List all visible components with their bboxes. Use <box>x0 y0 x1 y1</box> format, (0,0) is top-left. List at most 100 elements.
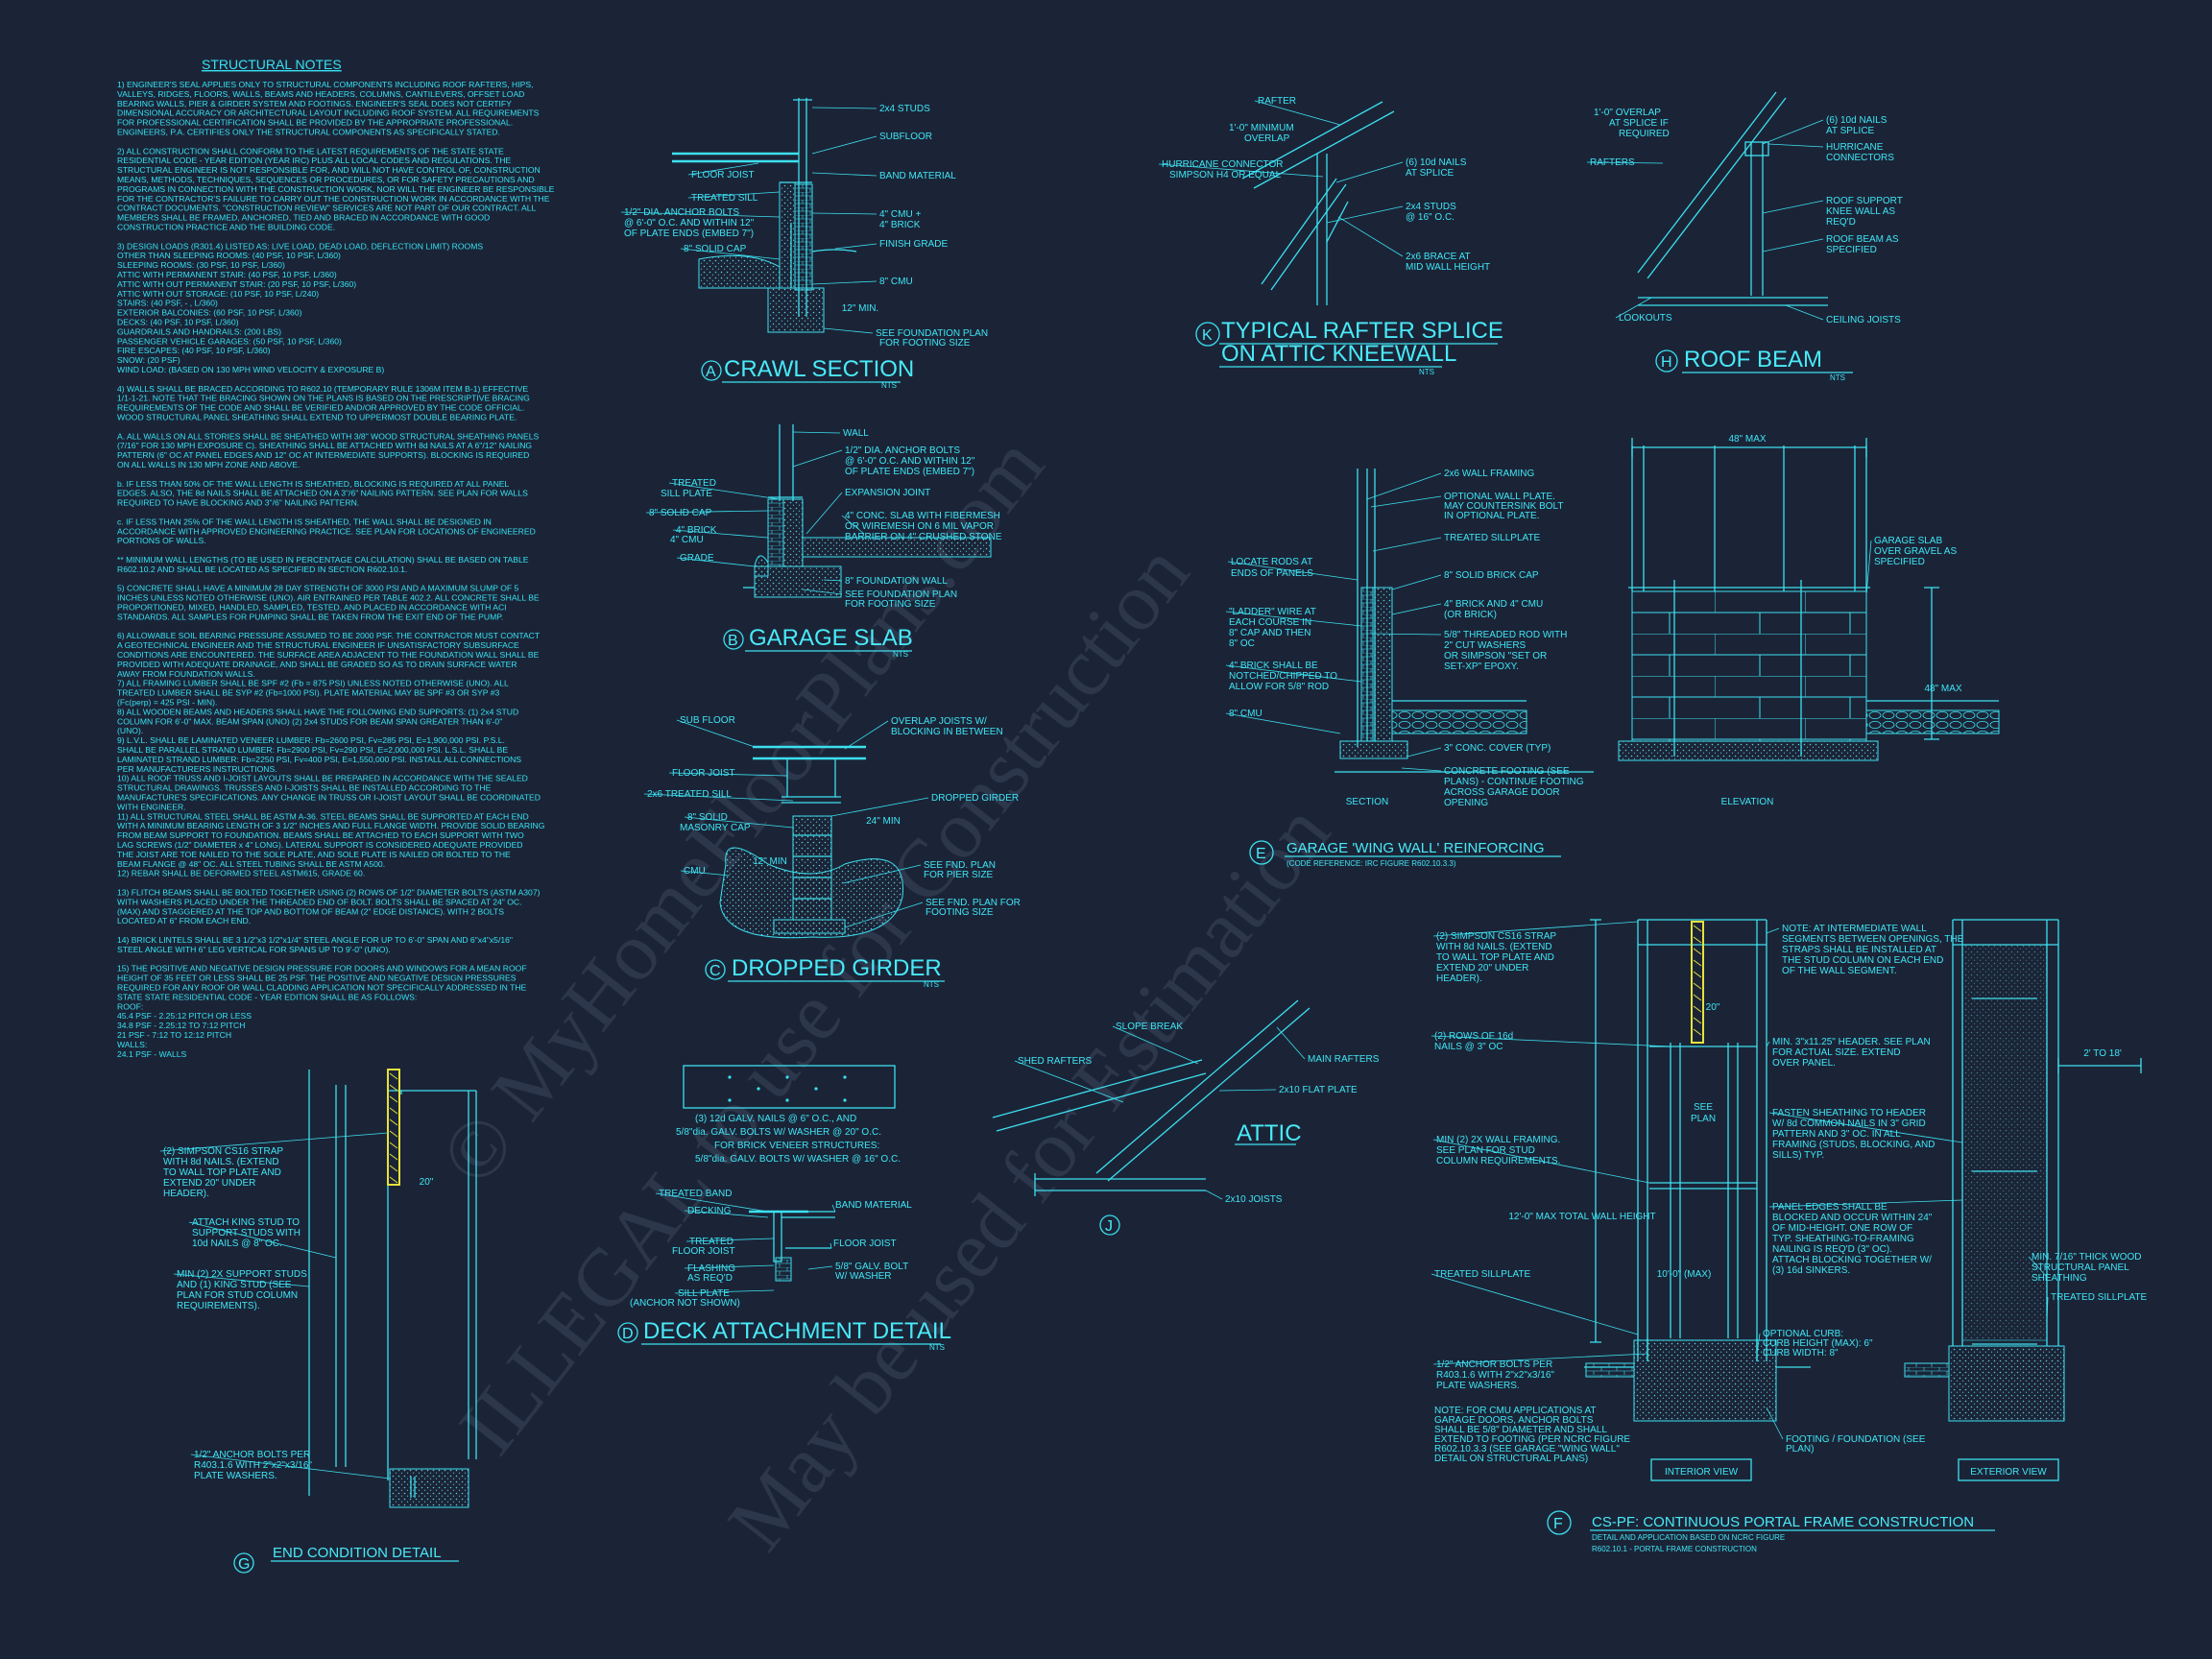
detail-b-label: FOR FOOTING SIZE <box>845 599 936 610</box>
note-line: STATE STATE RESIDENTIAL CODE - YEAR EDIT… <box>117 992 417 1001</box>
detail-f-label: (2) SIMPSON CS16 STRAP <box>1436 931 1556 942</box>
note-line: ATTIC WITH PERMANENT STAIR: (40 PSF, 10 … <box>117 270 337 279</box>
detail-f-label: SEE <box>1694 1102 1713 1113</box>
detail-f-subtitle-2: R602.10.1 - PORTAL FRAME CONSTRUCTION <box>1592 1545 1757 1553</box>
detail-c-tag: C <box>709 963 721 979</box>
detail-e-label: 5/8" THREADED ROD WITH <box>1444 630 1567 640</box>
detail-f-label: TREATED SILLPLATE <box>1434 1269 1531 1280</box>
detail-g-label: SUPPORT STUDS WITH <box>192 1228 301 1238</box>
detail-f-label: FOR ACTUAL SIZE. EXTEND <box>1772 1047 1901 1058</box>
detail-e-label: EACH COURSE IN <box>1229 617 1311 628</box>
detail-f-label: EXTEND 20" UNDER <box>1436 963 1528 974</box>
note-line: CONDITIONS ARE ENCOUNTERED. THE SURFACE … <box>117 650 540 660</box>
detail-f-label: TYP. SHEATHING-TO-FRAMING <box>1772 1234 1914 1244</box>
detail-b-label: OF PLATE ENDS (EMBED 7") <box>845 467 974 477</box>
detail-f-subtitle-1: DETAIL AND APPLICATION BASED ON NCRC FIG… <box>1592 1533 1785 1542</box>
detail-f-label: PATTERN AND 3" OC. IN ALL <box>1772 1129 1901 1140</box>
detail-e-label: 4" BRICK AND 4" CMU <box>1444 599 1543 610</box>
note-line: 4) WALLS SHALL BE BRACED ACCORDING TO R6… <box>117 384 528 394</box>
detail-a-label: 12" MIN. <box>842 303 879 314</box>
note-line: 34.8 PSF - 2.25:12 TO 7:12 PITCH <box>117 1021 245 1030</box>
detail-h-title: ROOF BEAM <box>1684 347 1822 373</box>
detail-h-label: KNEE WALL AS <box>1826 206 1895 217</box>
detail-d-deck-attachment: (3) 12d GALV. NAILS @ 6" O.C., AND5/8"di… <box>617 1065 951 1352</box>
note-line: SLEEPING ROOMS: (30 PSF, 10 PSF, L/360) <box>117 260 285 270</box>
detail-a-label: 8" CMU <box>879 276 913 287</box>
detail-e-tag: E <box>1256 846 1266 862</box>
detail-f-label: SEE PLAN FOR STUD <box>1436 1145 1535 1156</box>
detail-f-label: GARAGE DOORS, ANCHOR BOLTS <box>1434 1415 1594 1426</box>
detail-j-title: ATTIC <box>1237 1120 1302 1146</box>
note-line: (7/16" FOR 130 MPH EXPOSURE C). SHEATHIN… <box>117 441 532 450</box>
detail-f-label: OF THE WALL SEGMENT. <box>1782 966 1897 976</box>
note-line: 24.1 PSF - WALLS <box>117 1049 187 1059</box>
detail-d-label: TREATED BAND <box>659 1189 733 1199</box>
detail-b-label: GRADE <box>680 553 714 564</box>
note-line: FOR PROFESSIONAL CERTIFICATION SHALL BE … <box>117 118 513 128</box>
detail-e-label: ELEVATION <box>1721 797 1774 807</box>
detail-h-label: CEILING JOISTS <box>1826 315 1901 325</box>
note-line: PROVIDED WITH ADEQUATE DRAINAGE, AND SHA… <box>117 660 517 669</box>
detail-a-label: SEE FOUNDATION PLAN <box>876 328 988 339</box>
detail-e-subtitle: (CODE REFERENCE: IRC FIGURE R602.10.3.3) <box>1286 859 1456 868</box>
detail-a-title: CRAWL SECTION <box>724 356 914 382</box>
note-line: R602.10.2 AND SHALL BE LOCATED AS SPECIF… <box>117 565 407 574</box>
detail-d-label: 5/8" GALV. BOLT <box>835 1262 908 1272</box>
detail-f-label: COLUMN REQUIREMENTS. <box>1436 1156 1560 1166</box>
note-line: FOR THE CONTRACTOR'S FAILURE TO CARRY OU… <box>117 194 550 204</box>
detail-f-label: (3) 16d SINKERS. <box>1772 1265 1850 1276</box>
detail-a-label: SUBFLOOR <box>879 132 932 142</box>
note-line: MANUFACTURE'S SPECIFICATIONS. ANY CHANGE… <box>117 793 541 803</box>
note-line: ON ALL WALLS IN 130 MPH ZONE AND ABOVE. <box>117 460 300 469</box>
detail-f-label: 12'-0" MAX TOTAL WALL HEIGHT <box>1508 1212 1655 1222</box>
detail-a-label: 8" SOLID CAP <box>684 244 747 254</box>
note-line: COLUMN FOR 6'-0" MAX. BEAM SPAN (UNO) (2… <box>117 716 502 726</box>
detail-a-label: OF PLATE ENDS (EMBED 7") <box>624 228 754 239</box>
note-line: OTHER THAN SLEEPING ROOMS: (40 PSF, 10 P… <box>117 251 341 260</box>
detail-e-label: PLANS) - CONTINUE FOOTING <box>1444 777 1584 787</box>
detail-f-label: OF MID-HEIGHT. ONE ROW OF <box>1772 1223 1912 1234</box>
detail-c-label: CMU <box>684 866 706 877</box>
detail-f-label: 1/2" ANCHOR BOLTS PER <box>1436 1359 1552 1370</box>
detail-e-label: 8" CAP AND THEN <box>1229 628 1310 638</box>
detail-a-label: 1/2" DIA. ANCHOR BOLTS <box>624 207 739 218</box>
detail-c-label: SEE FND. PLAN FOR <box>926 898 1021 908</box>
detail-d-label: 5/8"dia. GALV. BOLTS W/ WASHER @ 20" O.C… <box>676 1127 881 1138</box>
detail-f-label: MIN (2) 2X WALL FRAMING. <box>1436 1135 1560 1145</box>
note-line: STEEL ANGLE WITH 6" LEG VERTICAL FOR SPA… <box>117 945 391 954</box>
note-line: 9) L.V.L. SHALL BE LAMINATED VENEER LUMB… <box>117 735 505 745</box>
detail-e-label: ENDS OF PANELS <box>1231 568 1313 579</box>
detail-c-label: DROPPED GIRDER <box>931 793 1019 804</box>
note-line: 21 PSF - 7:12 TO 12:12 PITCH <box>117 1030 231 1040</box>
detail-d-label: 5/8"dia. GALV. BOLTS W/ WASHER @ 16" O.C… <box>695 1154 901 1165</box>
detail-e-label: 2x6 WALL FRAMING <box>1444 469 1534 479</box>
detail-k-label: HURRICANE CONNECTOR <box>1162 159 1284 170</box>
detail-d-label: FLOOR JOIST <box>833 1238 897 1249</box>
detail-b-label: OR WIREMESH ON 6 MIL VAPOR <box>845 521 994 532</box>
structural-notes-title: STRUCTURAL NOTES <box>202 57 342 72</box>
note-line: (UNO). <box>117 726 143 735</box>
detail-b-label: 8" FOUNDATION WALL <box>845 576 948 587</box>
note-line: SHALL BE PARALLEL STRAND LUMBER: Fb=2900… <box>117 745 508 755</box>
detail-e-label: CONCRETE FOOTING (SEE <box>1444 766 1570 777</box>
detail-b-label: BARRIER ON 4" CRUSHED STONE <box>845 532 1002 542</box>
detail-f-label: 2' TO 18' <box>2083 1048 2122 1059</box>
detail-f-label: 10'-0" (MAX) <box>1657 1269 1712 1280</box>
detail-d-title: DECK ATTACHMENT DETAIL <box>643 1318 951 1344</box>
detail-b-label: 4" BRICK <box>676 525 717 536</box>
note-line: MEANS, METHODS, TECHNIQUES, SEQUENCES OR… <box>117 175 535 184</box>
detail-k-title-2: ON ATTIC KNEEWALL <box>1221 341 1456 367</box>
detail-a-label: TREATED SILL <box>691 193 758 204</box>
note-line: PER MANUFACTURERS INSTRUCTIONS. <box>117 764 277 774</box>
detail-h-label: 1'-0" OVERLAP <box>1594 108 1661 118</box>
detail-e-label: OPENING <box>1444 798 1488 808</box>
detail-f-label: OPTIONAL CURB: <box>1763 1329 1843 1339</box>
detail-c-label: SUB FLOOR <box>680 715 735 726</box>
detail-g-label: MIN (2) 2X SUPPORT STUDS <box>177 1269 307 1280</box>
detail-f-label: OVER PANEL. <box>1772 1058 1836 1069</box>
